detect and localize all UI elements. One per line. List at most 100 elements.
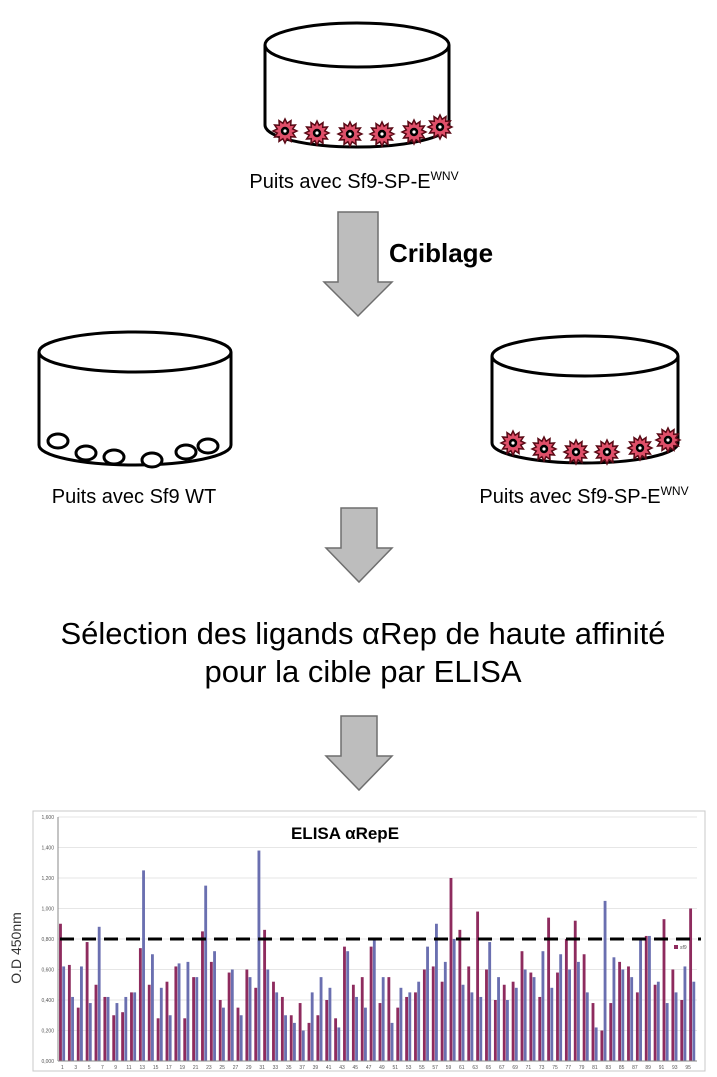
bar-series-b	[656, 981, 660, 1061]
x-tick-label: 69	[512, 1065, 518, 1071]
x-tick-label: 73	[539, 1065, 545, 1071]
bar-series-a	[369, 946, 373, 1062]
bar-series-a	[201, 931, 204, 1062]
bar-series-a	[476, 911, 480, 1061]
bar-series-a	[307, 1022, 311, 1062]
empty-cell	[102, 448, 126, 466]
infected-cell	[426, 113, 454, 141]
bar-series-b	[301, 1030, 305, 1061]
bar-series-a	[280, 996, 284, 1061]
bar-series-b	[683, 966, 687, 1061]
bar-series-b	[319, 977, 323, 1062]
bar-series-b	[692, 981, 696, 1061]
bar-series-a	[360, 977, 364, 1062]
empty-cell	[46, 432, 70, 450]
bar-series-a	[298, 1003, 302, 1061]
y-tick-label: 0,400	[41, 998, 54, 1004]
bar-series-b	[222, 1007, 225, 1062]
x-tick-label: 91	[659, 1065, 665, 1071]
right-well-body	[490, 356, 680, 465]
x-tick-label: 47	[366, 1065, 372, 1071]
bar-series-b	[479, 996, 483, 1061]
y-axis-label: O.D 450nm	[8, 912, 24, 984]
bar-series-a	[334, 1018, 338, 1061]
bar-series-a	[529, 972, 533, 1061]
infected-cell	[626, 434, 654, 462]
bar-series-b	[594, 1027, 598, 1061]
bar-series-a	[405, 996, 409, 1061]
bar-series-b	[639, 939, 642, 1061]
left-well	[37, 330, 233, 469]
bar-series-a	[511, 981, 515, 1061]
x-tick-label: 89	[645, 1065, 651, 1071]
bar-series-a	[653, 984, 657, 1061]
x-tick-label: 95	[685, 1065, 691, 1071]
bar-series-b	[364, 1007, 367, 1062]
bar-series-b	[248, 977, 252, 1062]
bar-series-a	[458, 929, 462, 1061]
bar-series-b	[408, 992, 412, 1062]
bar-series-b	[648, 935, 651, 1061]
bar-series-a	[493, 1000, 497, 1061]
bar-series-a	[618, 961, 622, 1062]
x-tick-label: 5	[88, 1065, 91, 1071]
right-well	[490, 334, 682, 466]
bar-series-a	[76, 1007, 80, 1062]
bar-series-b	[532, 977, 536, 1062]
bar-series-a	[502, 984, 506, 1061]
x-tick-label: 37	[299, 1065, 305, 1071]
bar-series-b	[310, 992, 314, 1062]
bar-series-b	[284, 1015, 287, 1061]
x-tick-label: 87	[632, 1065, 638, 1071]
bar-series-b	[541, 951, 545, 1061]
bar-series-b	[514, 987, 518, 1061]
x-tick-label: 19	[180, 1065, 186, 1071]
bar-series-b	[151, 954, 154, 1061]
right-well-caption: Puits avec Sf9-SP-EWNV	[479, 484, 688, 508]
down-arrow-2	[324, 507, 394, 584]
empty-cell	[74, 444, 98, 462]
legend-swatch	[674, 945, 678, 949]
x-tick-label: 33	[273, 1065, 279, 1071]
bar-series-a	[272, 981, 275, 1061]
empty-cell	[174, 443, 198, 461]
bar-series-b	[168, 1015, 172, 1061]
bar-series-b	[461, 984, 465, 1061]
y-tick-label: 1,600	[41, 815, 54, 821]
bar-series-a	[263, 929, 267, 1061]
y-tick-label: 1,200	[41, 876, 54, 882]
x-tick-label: 75	[552, 1065, 558, 1071]
chart-y-ticks: 0,0000,2000,4000,6000,8001,0001,2001,400…	[41, 815, 54, 1065]
bar-series-b	[630, 977, 634, 1062]
x-tick-label: 93	[672, 1065, 678, 1071]
bar-series-b	[372, 939, 376, 1061]
bar-series-b	[488, 942, 492, 1061]
left-well-caption: Puits avec Sf9 WT	[52, 486, 217, 508]
bar-series-a	[112, 1015, 116, 1061]
selection-text-line1: Sélection des ligands αRep de haute affi…	[60, 616, 665, 651]
bar-series-a	[85, 942, 89, 1061]
x-tick-label: 49	[379, 1065, 385, 1071]
bar-series-b	[124, 996, 128, 1061]
bar-series-b	[177, 963, 181, 1061]
infected-cell	[400, 118, 428, 146]
x-tick-label: 77	[566, 1065, 572, 1071]
bar-series-a	[564, 939, 568, 1061]
x-tick-label: 41	[326, 1065, 332, 1071]
y-tick-label: 1,400	[41, 846, 54, 852]
bar-series-a	[156, 1018, 160, 1061]
x-tick-label: 27	[233, 1065, 239, 1071]
bar-series-a	[635, 992, 639, 1062]
bar-series-b	[577, 961, 580, 1062]
bar-series-b	[390, 1022, 394, 1062]
x-tick-label: 13	[140, 1065, 146, 1071]
bar-series-b	[115, 1003, 119, 1061]
selection-text-line2: pour la cible par ELISA	[204, 654, 521, 689]
x-tick-label: 9	[114, 1065, 117, 1071]
x-tick-label: 85	[619, 1065, 625, 1071]
bar-series-a	[121, 1012, 125, 1061]
bar-series-b	[452, 939, 456, 1061]
bar-series-a	[218, 1000, 222, 1061]
